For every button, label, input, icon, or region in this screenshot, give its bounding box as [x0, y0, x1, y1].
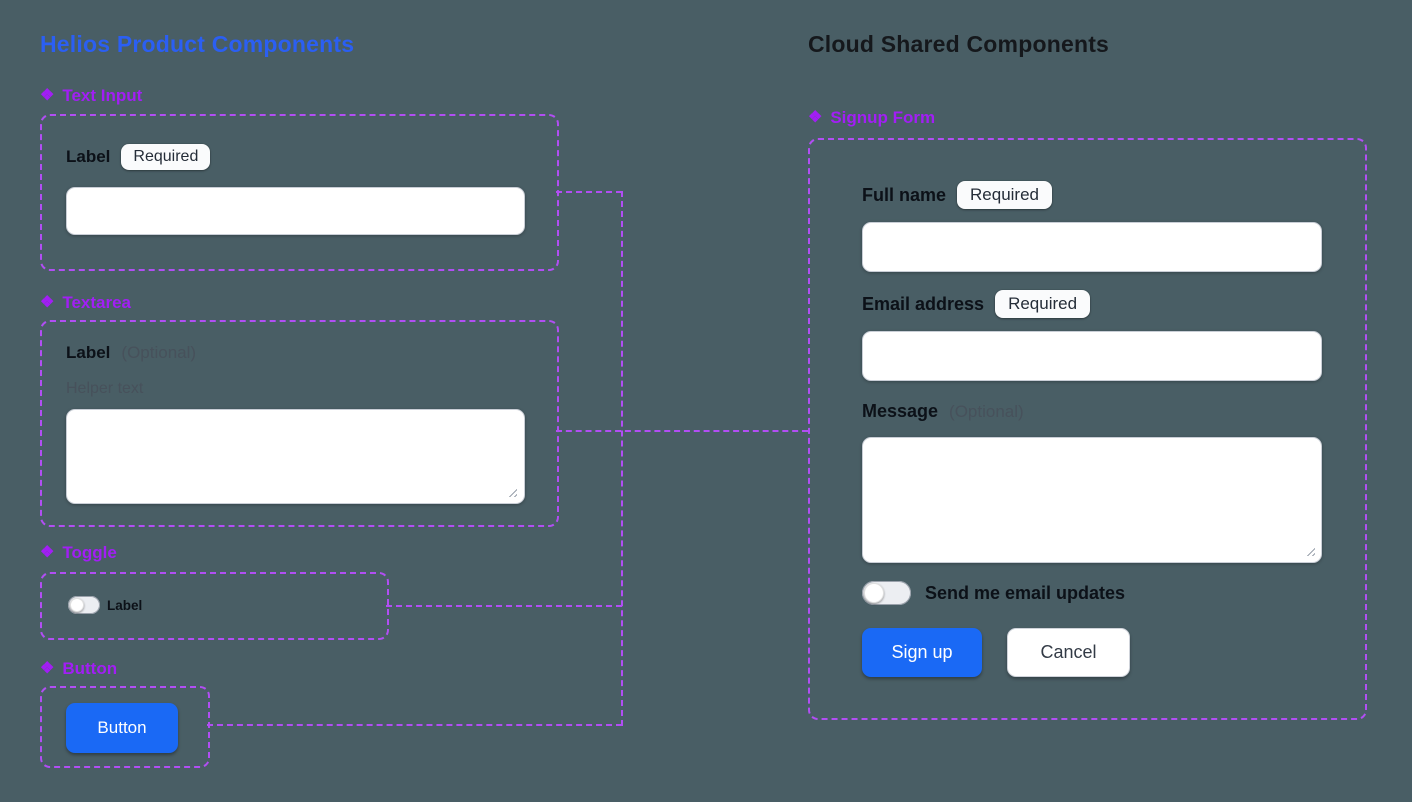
email-updates-label: Send me email updates: [925, 583, 1126, 603]
field-label: Label: [66, 147, 111, 166]
section-header-signup-form: ❖ Signup Form: [808, 108, 935, 128]
email-input[interactable]: [862, 331, 1322, 381]
section-label: Textarea: [62, 293, 132, 312]
email-label-row: Email address Required: [862, 290, 1091, 318]
connector-button: [207, 724, 622, 726]
signup-form-frame: [808, 138, 1367, 720]
section-label: Signup Form: [830, 108, 936, 127]
required-badge: Required: [995, 290, 1091, 318]
field-label: Label: [66, 343, 111, 362]
message-textarea[interactable]: [862, 437, 1322, 563]
sign-up-button[interactable]: Sign up: [862, 628, 982, 677]
component-icon: ❖: [40, 294, 55, 311]
textarea-label-row: Label (Optional): [66, 343, 196, 363]
field-label: Full name: [862, 184, 947, 205]
connector-textarea: [556, 430, 808, 432]
resize-handle-icon[interactable]: [1304, 545, 1315, 556]
required-badge: Required: [121, 144, 211, 170]
button-component-frame: [40, 686, 210, 768]
message-label-row: Message (Optional): [862, 401, 1024, 422]
component-icon: ❖: [40, 544, 55, 561]
full-name-label-row: Full name Required: [862, 181, 1053, 209]
optional-hint: (Optional): [121, 343, 197, 362]
resize-handle-icon[interactable]: [506, 486, 517, 497]
cloud-title: Cloud Shared Components: [808, 31, 1110, 57]
section-label: Button: [62, 659, 118, 678]
connector-trunk: [621, 191, 623, 726]
component-icon: ❖: [40, 87, 55, 104]
toggle-label: Label: [107, 598, 143, 613]
section-label: Text Input: [62, 86, 143, 105]
optional-hint: (Optional): [949, 401, 1024, 421]
component-icon: ❖: [40, 660, 55, 677]
textarea-component-frame: [40, 320, 559, 527]
text-input-label-row: Label Required: [66, 144, 211, 170]
toggle-switch[interactable]: [68, 596, 100, 614]
connector-text-input: [556, 191, 622, 193]
helios-title: Helios Product Components: [40, 31, 355, 57]
toggle-knob: [70, 598, 84, 612]
textarea-field[interactable]: [66, 409, 525, 504]
section-header-text-input: ❖ Text Input: [40, 86, 142, 106]
field-label: Email address: [862, 293, 985, 314]
text-input-field[interactable]: [66, 187, 525, 235]
primary-button[interactable]: Button: [66, 703, 178, 753]
full-name-input[interactable]: [862, 222, 1322, 272]
toggle-knob: [864, 583, 884, 603]
email-updates-toggle[interactable]: [862, 581, 911, 605]
field-label: Message: [862, 401, 939, 421]
component-icon: ❖: [808, 109, 823, 126]
helper-text: Helper text: [66, 380, 144, 397]
section-header-textarea: ❖ Textarea: [40, 293, 131, 313]
section-header-toggle: ❖ Toggle: [40, 543, 117, 563]
section-label: Toggle: [62, 543, 117, 562]
section-header-button: ❖ Button: [40, 659, 117, 679]
connector-toggle: [386, 605, 622, 607]
required-badge: Required: [957, 181, 1053, 209]
cancel-button[interactable]: Cancel: [1007, 628, 1130, 677]
